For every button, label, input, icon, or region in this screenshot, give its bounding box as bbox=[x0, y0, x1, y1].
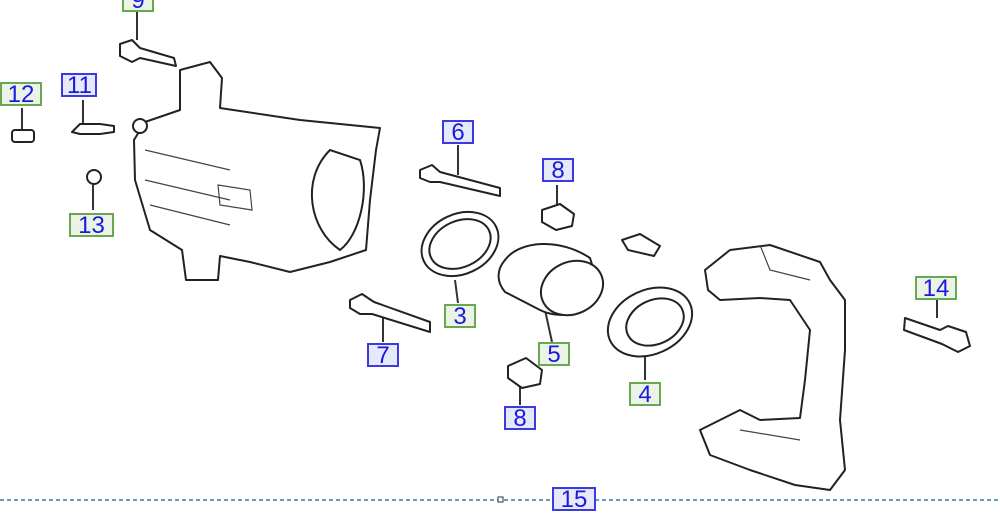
callout-14[interactable]: 14 bbox=[915, 276, 957, 301]
callout-6[interactable]: 6 bbox=[442, 120, 474, 145]
callout-4[interactable]: 4 bbox=[629, 382, 661, 407]
part-4-dust-boot bbox=[606, 286, 694, 358]
callout-13[interactable]: 13 bbox=[69, 213, 114, 238]
callout-7[interactable]: 7 bbox=[367, 343, 399, 368]
part-6-guide-pin bbox=[419, 164, 501, 197]
callout-15[interactable]: 15 bbox=[552, 487, 596, 512]
caliper-bracket bbox=[699, 244, 846, 491]
part-12-bleed-screw bbox=[11, 129, 35, 143]
part-guide-sleeve bbox=[621, 233, 661, 257]
divider-handle bbox=[497, 496, 504, 503]
part-5-piston bbox=[497, 242, 605, 317]
part-9-bolt bbox=[119, 39, 177, 67]
callout-12[interactable]: 12 bbox=[0, 82, 42, 107]
part-13-cap bbox=[86, 169, 102, 185]
part-7-guide-pin bbox=[349, 293, 431, 333]
caliper-housing bbox=[132, 61, 381, 281]
callout-8-top[interactable]: 8 bbox=[542, 158, 574, 183]
part-8-bushing-top bbox=[541, 203, 575, 231]
leader-lines bbox=[21, 10, 938, 405]
callout-9[interactable]: 9 bbox=[122, 0, 154, 13]
part-3-seal bbox=[420, 210, 500, 278]
part-11-sensor bbox=[71, 123, 115, 135]
part-8-bushing-bottom bbox=[507, 357, 543, 389]
callout-5[interactable]: 5 bbox=[538, 342, 570, 367]
part-14-bolt bbox=[903, 317, 971, 353]
callout-8-bottom[interactable]: 8 bbox=[504, 406, 536, 431]
callout-3[interactable]: 3 bbox=[444, 304, 476, 329]
callout-11[interactable]: 11 bbox=[61, 73, 97, 98]
